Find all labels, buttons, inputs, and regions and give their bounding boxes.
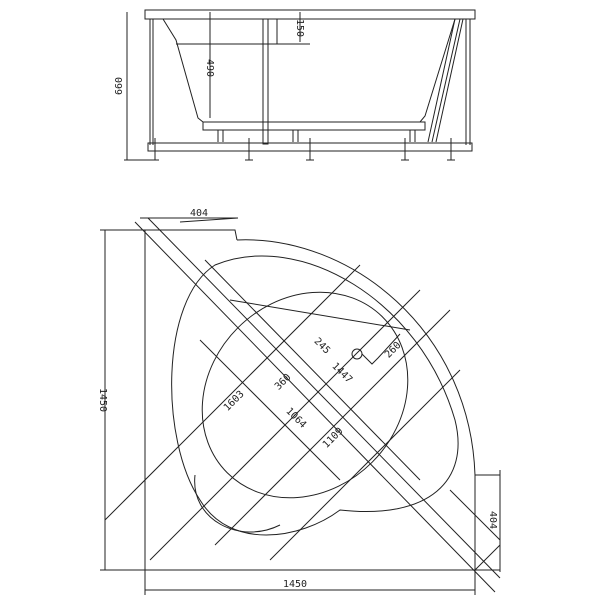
plan-view: 404 404 1450 1450 245 260 1447 360 1603 … <box>97 208 501 595</box>
dim-1450-height: 1450 <box>97 388 108 412</box>
dim-1109: 1109 <box>321 426 346 451</box>
dim-660: 660 <box>114 77 125 95</box>
dim-360: 360 <box>273 372 294 393</box>
dim-1447: 1447 <box>329 361 354 386</box>
adjustable-feet <box>151 138 455 161</box>
side-elevation: 660 490 150 <box>114 9 476 161</box>
outer-contour <box>236 239 476 476</box>
dim-404-top: 404 <box>190 208 208 219</box>
tub-base <box>202 121 426 131</box>
drain-icon <box>351 348 363 360</box>
dim-1603: 1603 <box>222 389 247 414</box>
dim-1450-width: 1450 <box>283 579 307 590</box>
dim-150: 150 <box>294 19 305 37</box>
dim-490: 490 <box>204 59 215 77</box>
tub-contour <box>171 255 459 536</box>
tub-rim <box>144 9 476 20</box>
inner-basin <box>201 291 409 499</box>
dim-245: 245 <box>311 336 332 357</box>
dim-404-right: 404 <box>487 511 498 529</box>
support-post <box>262 18 269 145</box>
